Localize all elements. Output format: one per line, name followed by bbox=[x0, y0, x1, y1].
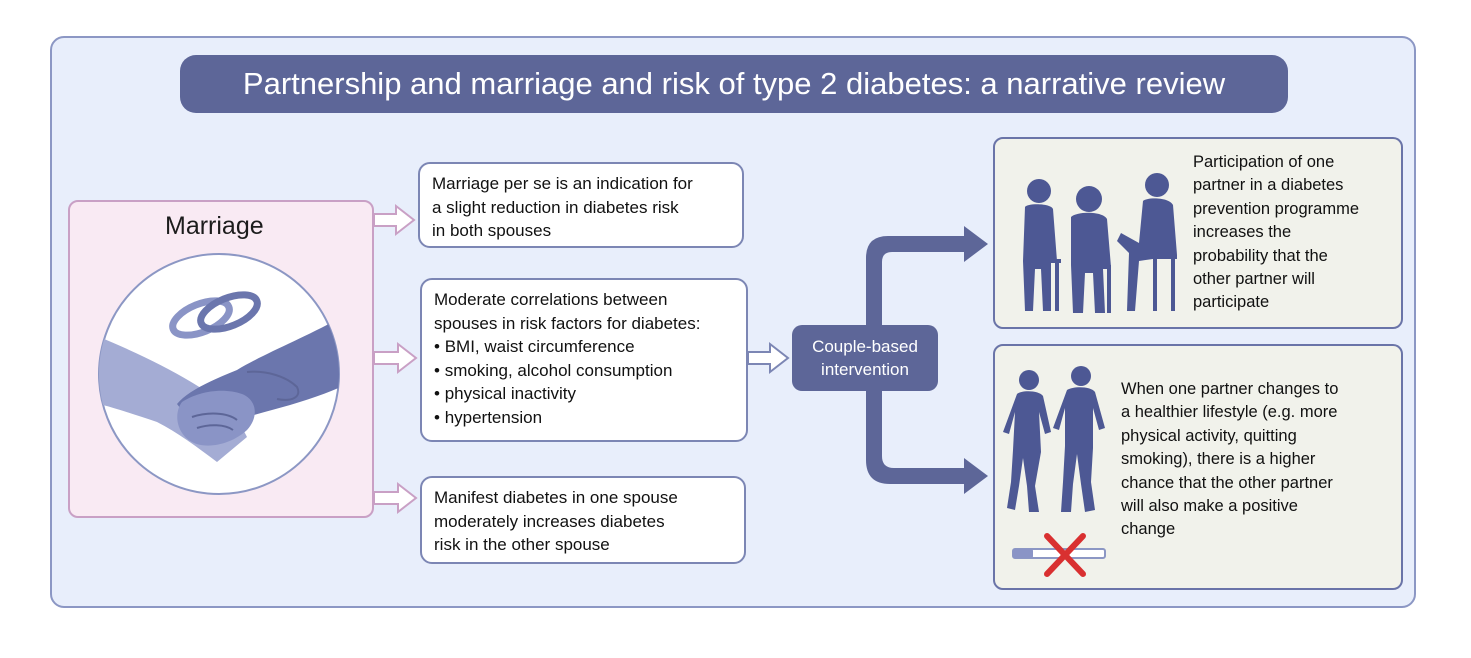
text-line: a slight reduction in diabetes risk bbox=[432, 197, 679, 217]
text-line: moderately increases diabetes bbox=[434, 511, 665, 531]
finding-box-manifest-diabetes: Manifest diabetes in one spouse moderate… bbox=[420, 476, 746, 564]
text-line: intervention bbox=[821, 360, 909, 379]
text-line: Manifest diabetes in one spouse bbox=[434, 488, 678, 507]
text-line: prevention programme bbox=[1193, 199, 1359, 218]
text-line: When one partner changes to bbox=[1121, 380, 1339, 398]
outcome-box-programme-participation: Participation of one partner in a diabet… bbox=[993, 137, 1403, 329]
text-line: physical activity, quitting bbox=[1121, 426, 1297, 445]
text-line: a healthier lifestyle (e.g. more bbox=[1121, 403, 1338, 422]
text-line: Moderate correlations between bbox=[434, 290, 668, 309]
finding-box-risk-factor-correlations: Moderate correlations between spouses in… bbox=[420, 278, 748, 442]
text-line: smoking), there is a higher bbox=[1121, 450, 1316, 469]
outcome-text: Participation of one partner in a diabet… bbox=[1193, 151, 1398, 315]
text-line: in both spouses bbox=[432, 221, 552, 240]
text-line: change bbox=[1121, 520, 1176, 539]
title-text: Partnership and marriage and risk of typ… bbox=[242, 66, 1226, 101]
text-line: will also make a positive bbox=[1121, 497, 1298, 516]
list-item: BMI, waist circumference bbox=[434, 335, 734, 359]
holding-hands-icon bbox=[99, 312, 339, 462]
seated-group-icon bbox=[1023, 173, 1177, 313]
text-line: risk in the other spouse bbox=[434, 535, 610, 554]
text-line: Marriage per se is an indication for bbox=[432, 174, 693, 193]
text-line: partner in a diabetes bbox=[1193, 176, 1344, 195]
text-line: other partner will bbox=[1193, 270, 1315, 289]
text-line: chance that the other partner bbox=[1121, 473, 1333, 492]
list-item: smoking, alcohol consumption bbox=[434, 359, 734, 383]
text-line: probability that the bbox=[1193, 246, 1328, 265]
text-line: Couple-based bbox=[812, 337, 918, 356]
text-line: Participation of one bbox=[1193, 153, 1335, 171]
text-line: increases the bbox=[1193, 223, 1292, 242]
marriage-label: Marriage bbox=[165, 212, 264, 240]
running-couple-icon bbox=[1003, 366, 1105, 512]
text-line: spouses in risk factors for diabetes: bbox=[434, 313, 701, 333]
marriage-illustration bbox=[98, 253, 340, 495]
list-item: physical inactivity bbox=[434, 382, 734, 406]
text-line: participate bbox=[1193, 293, 1270, 312]
list-item: hypertension bbox=[434, 406, 734, 430]
diagram-title: Partnership and marriage and risk of typ… bbox=[180, 55, 1288, 113]
risk-factor-list: BMI, waist circumference smoking, alcoho… bbox=[434, 335, 734, 429]
finding-box-marriage-per-se: Marriage per se is an indication for a s… bbox=[418, 162, 744, 248]
wedding-rings-icon bbox=[169, 291, 261, 339]
no-smoking-icon bbox=[1012, 533, 1106, 577]
couple-based-intervention-box: Couple-based intervention bbox=[792, 325, 938, 391]
outcome-box-lifestyle-change: When one partner changes to a healthier … bbox=[993, 344, 1403, 590]
outcome-text: When one partner changes to a healthier … bbox=[1121, 378, 1396, 542]
